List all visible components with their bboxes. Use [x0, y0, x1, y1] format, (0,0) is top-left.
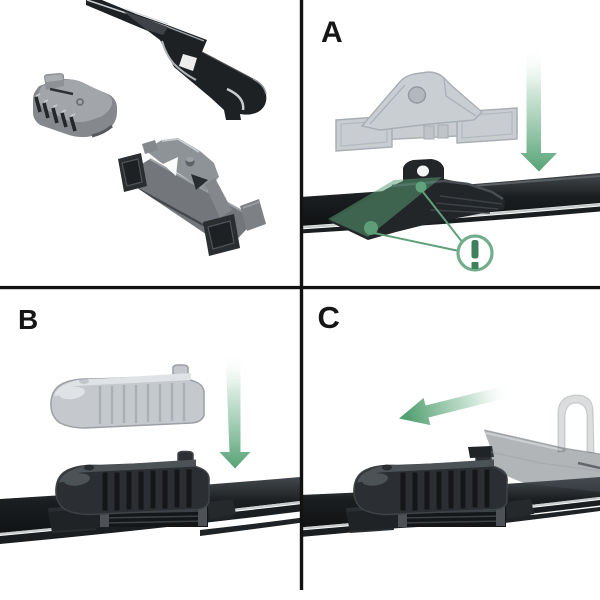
svg-text:C: C	[318, 300, 340, 335]
svg-text:A: A	[321, 16, 343, 49]
svg-text:B: B	[18, 304, 38, 335]
